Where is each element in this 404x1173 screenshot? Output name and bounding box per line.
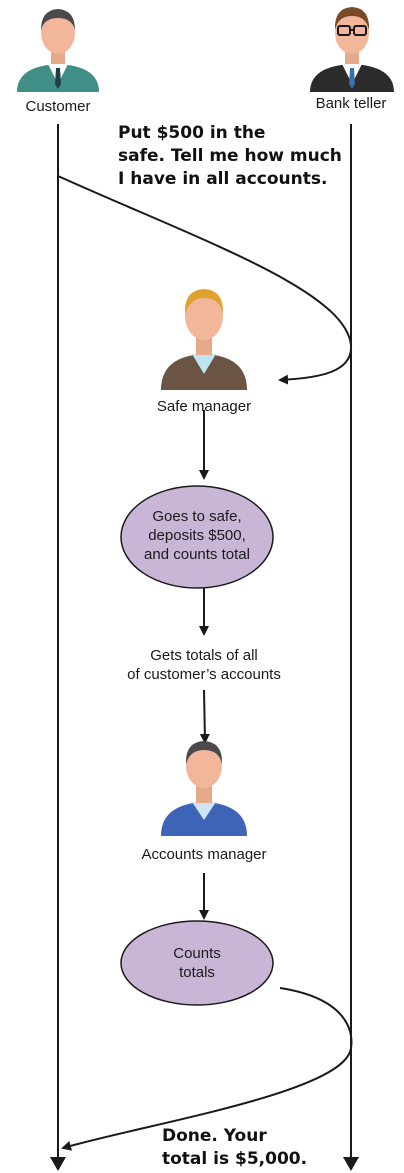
safe-manager-person-icon <box>161 289 247 390</box>
count-task-text: Counts totals <box>121 944 273 982</box>
count-task-line-1: Counts <box>173 945 221 962</box>
safe-task-line-1: Goes to safe, <box>152 508 242 525</box>
accounts-manager-person-icon <box>161 741 247 836</box>
safe-task-line-3: and counts total <box>144 546 250 563</box>
count-task-oval <box>120 920 274 1006</box>
safe-task-text: Goes to safe, deposits $500, and counts … <box>121 507 273 564</box>
request-curve <box>57 175 353 385</box>
response-message: Done. Your total is $5,000. <box>162 1125 307 1171</box>
safe-task-line-2: deposits $500, <box>148 527 246 544</box>
response-message-line-2: total is $5,000. <box>162 1149 308 1169</box>
request-message-line-2: safe. Tell me how much <box>118 146 342 166</box>
accounts-manager-label: Accounts manager <box>141 846 267 863</box>
arrow-to-accounts-manager <box>199 689 210 744</box>
response-curve <box>61 987 353 1151</box>
gets-totals-line-1: Gets totals of all <box>150 647 258 664</box>
gets-totals-line-2: of customer’s accounts <box>127 666 281 683</box>
response-message-line-1: Done. Your <box>162 1126 267 1146</box>
request-message-line-1: Put $500 in the <box>118 123 266 143</box>
customer-label: Customer <box>25 98 91 115</box>
safe-task-oval <box>120 485 274 589</box>
bank-teller-label: Bank teller <box>315 95 387 112</box>
bank-teller-person-icon <box>310 7 394 92</box>
bank-teller-lifeline-arrowhead <box>343 1157 359 1171</box>
count-task-line-2: totals <box>179 964 215 981</box>
request-message-line-3: I have in all accounts. <box>118 169 328 189</box>
customer-lifeline-arrowhead <box>50 1157 66 1171</box>
safe-manager-label: Safe manager <box>156 398 252 415</box>
request-message: Put $500 in the safe. Tell me how much I… <box>118 122 342 191</box>
gets-totals-text: Gets totals of all of customer’s account… <box>94 646 314 684</box>
customer-person-icon <box>17 9 99 92</box>
